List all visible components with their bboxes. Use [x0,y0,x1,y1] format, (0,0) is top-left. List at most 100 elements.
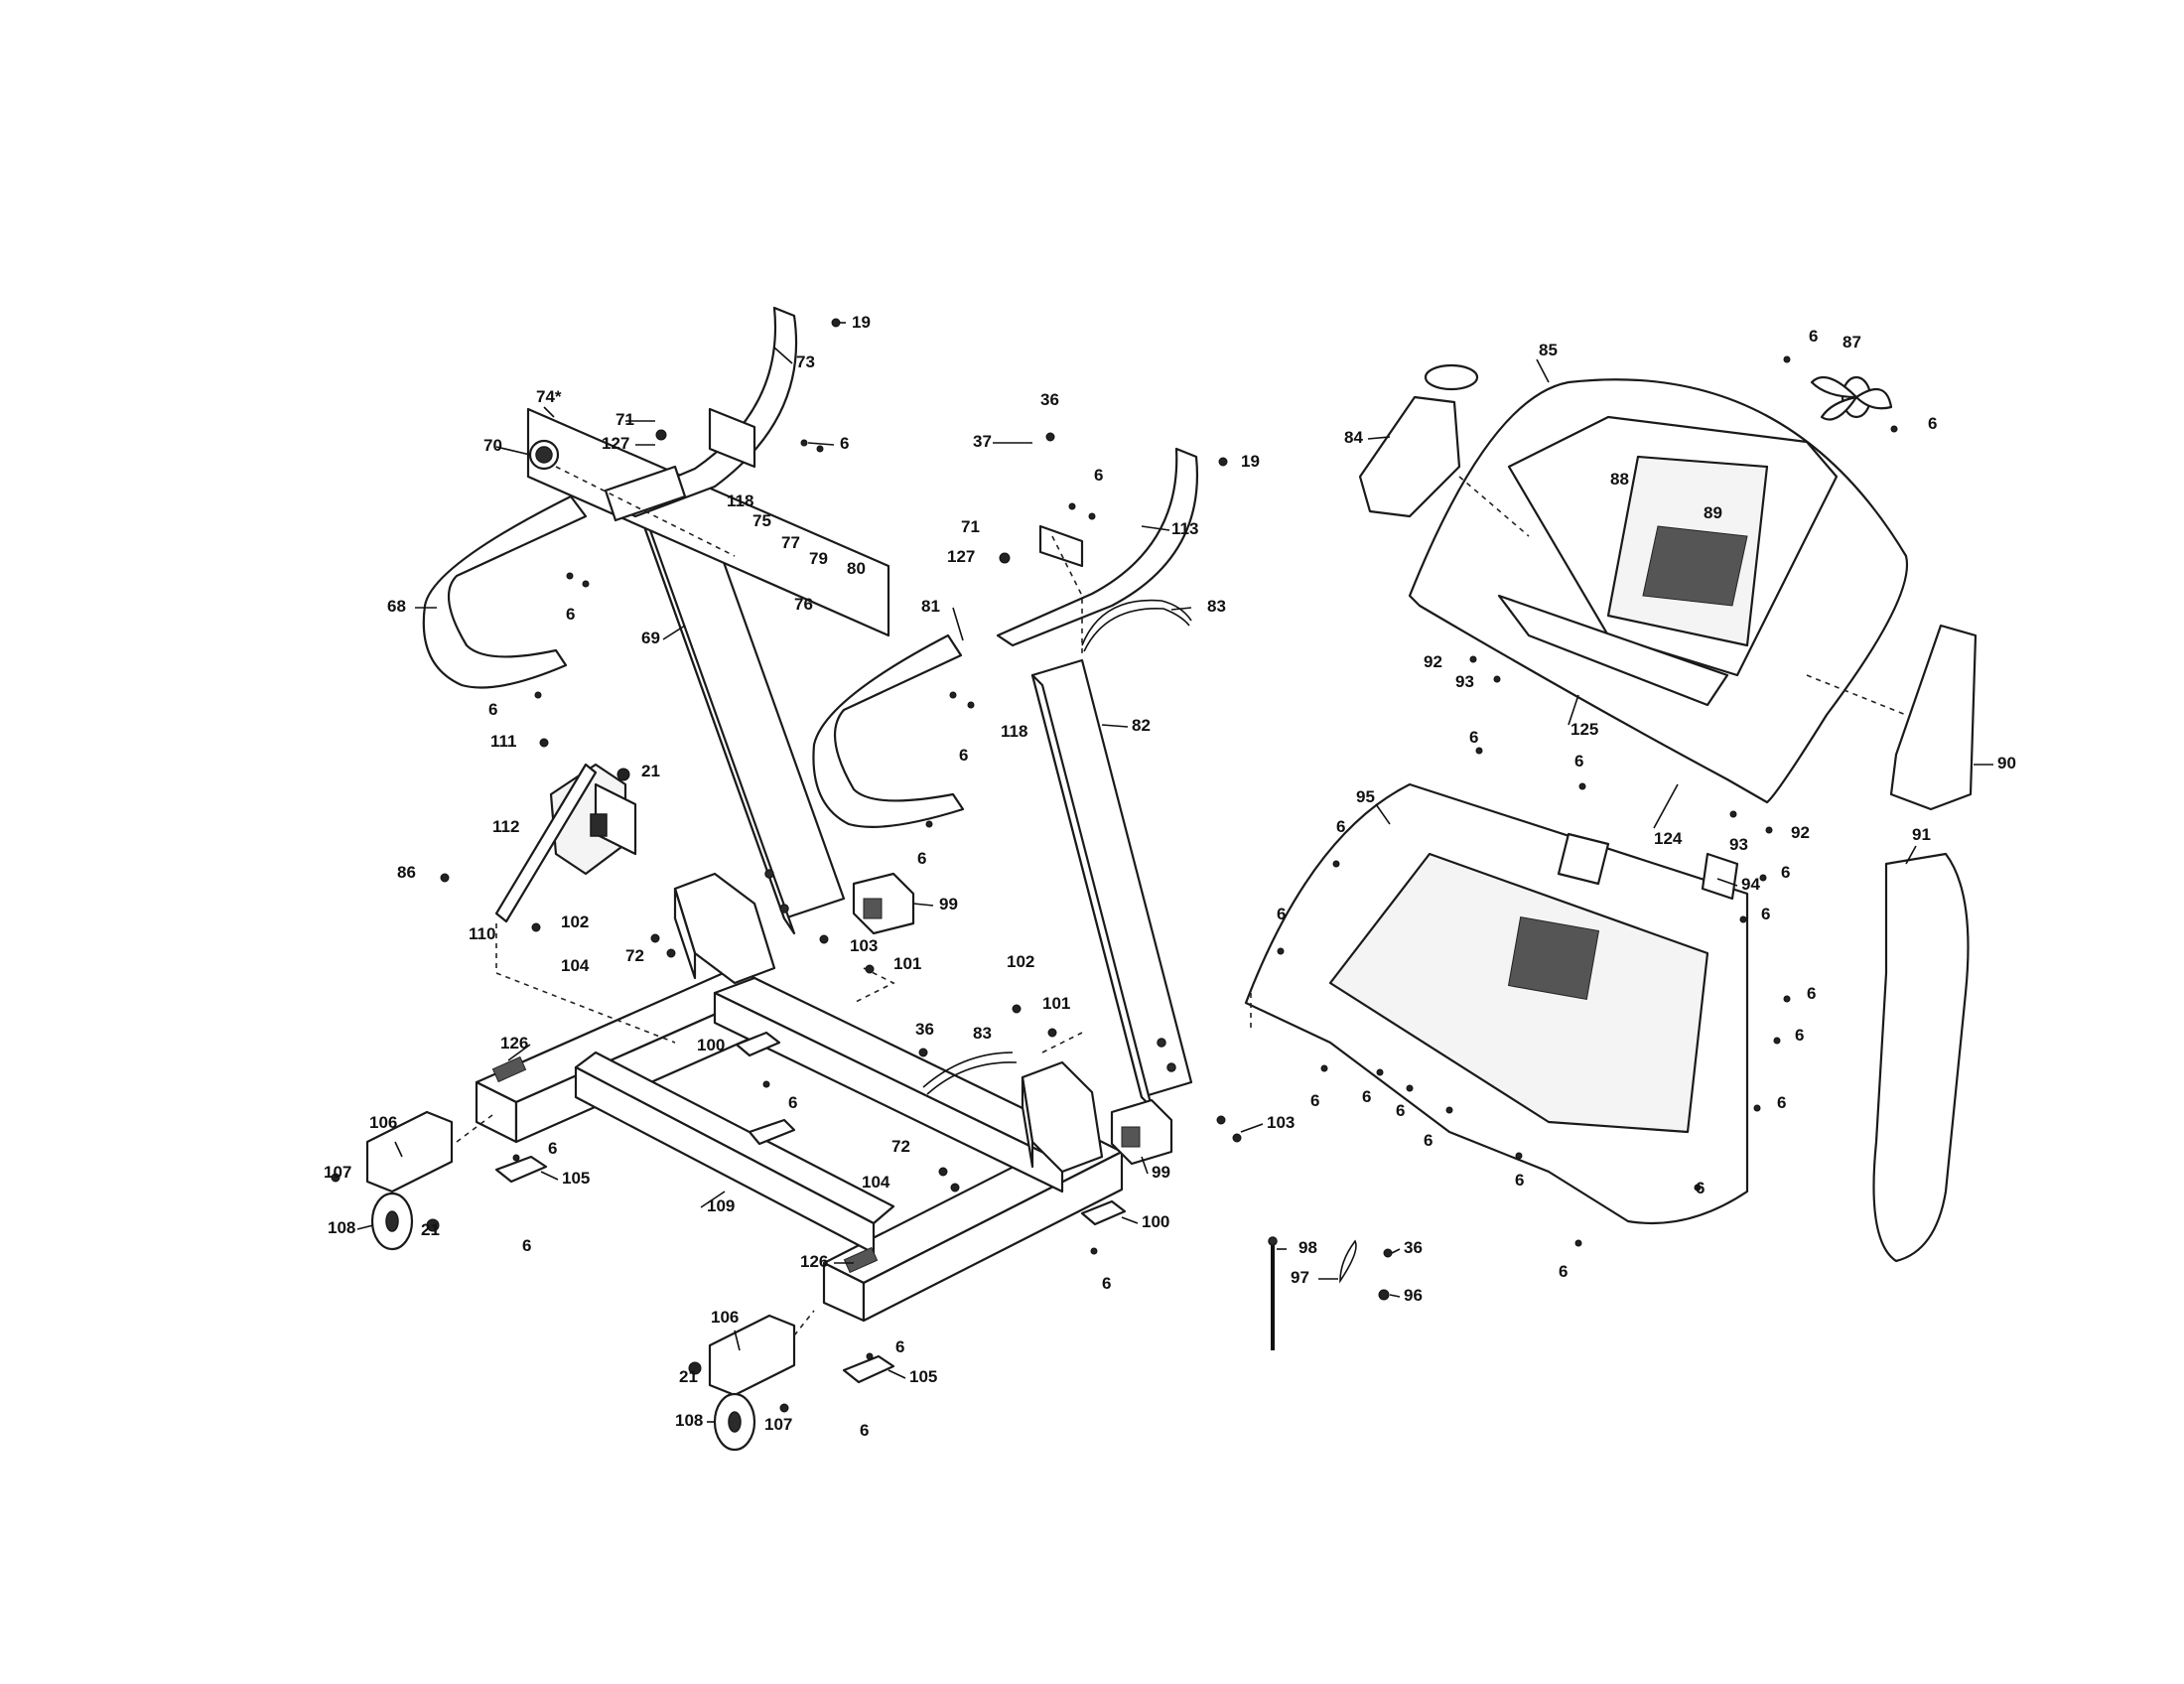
part-label: 69 [641,629,660,647]
part-label: 108 [675,1411,703,1430]
part-label: 6 [488,700,497,719]
part-label: 88 [1610,470,1629,489]
holder-90 [1889,624,1978,811]
part-label: 105 [909,1367,937,1386]
part-label: 70 [483,436,502,455]
wire-83-upper [1081,599,1192,652]
part-label: 104 [561,956,590,975]
part-label: 6 [1761,905,1770,923]
part-label: 96 [1404,1286,1423,1305]
holder-84 [1358,363,1479,518]
part-label: 37 [973,432,992,451]
part-label: 102 [1007,952,1034,971]
part-label: 100 [1142,1212,1169,1231]
part-label: 125 [1570,720,1598,739]
part-label: 126 [500,1034,528,1052]
part-label: 113 [1171,519,1198,538]
part-label: 6 [917,849,926,868]
right-upright-82 [1030,658,1193,1109]
part-label: 21 [641,762,660,780]
rod-98 [1268,1236,1278,1350]
part-label: 6 [1362,1087,1371,1106]
part-label: 101 [893,954,921,973]
part-label: 90 [1997,754,2016,772]
part-label: 87 [1843,333,1861,351]
part-label: 6 [840,434,849,453]
part-label: 71 [615,410,634,429]
part-label: 107 [324,1163,351,1182]
part-label: 110 [469,924,495,943]
part-label: 103 [850,936,878,955]
part-label: 36 [1404,1238,1423,1257]
part-label: 6 [1559,1262,1568,1281]
handlebar-81 [812,633,965,828]
part-label: 6 [548,1139,557,1158]
part-label: 6 [1781,863,1790,882]
part-label: 6 [1807,984,1816,1003]
part-label: 6 [1574,752,1583,771]
part-label: 106 [711,1308,739,1327]
part-label: 80 [847,559,866,578]
part-label: 21 [421,1220,440,1239]
part-label: 72 [891,1137,910,1156]
part-label: 82 [1132,716,1151,735]
cap-99-left [852,872,915,935]
part-label: 127 [602,434,629,453]
base-frame-109 [475,872,1124,1323]
part-label: 6 [860,1421,869,1440]
part-label: 108 [328,1218,355,1237]
part-label: 104 [862,1173,890,1192]
part-label: 112 [492,817,519,836]
wheel-assembly-left [365,1110,454,1251]
part-label: 92 [1424,652,1442,671]
part-label: 68 [387,597,406,616]
part-label: 83 [1207,597,1226,616]
part-label: 6 [1809,327,1818,346]
part-label: 6 [1396,1101,1405,1120]
part-label: 118 [727,491,753,510]
part-label: 6 [1928,414,1937,433]
part-label: 6 [1094,466,1103,485]
part-label: 6 [1336,817,1345,836]
grounding-strap-91 [1872,852,1970,1263]
tie-97 [1339,1239,1357,1284]
part-label: 126 [800,1252,828,1271]
part-label: 6 [1310,1091,1319,1110]
part-label: 6 [1277,905,1286,923]
part-label: 19 [852,313,871,332]
handrail-113 [996,447,1198,647]
wire-83-lower [922,1052,1018,1095]
part-label: 73 [796,352,815,371]
part-label: 105 [562,1169,590,1188]
part-label: 6 [1777,1093,1786,1112]
part-label: 21 [679,1367,698,1386]
connector-lines [456,466,1907,1336]
part-label: 99 [939,895,958,913]
part-label: 72 [625,946,644,965]
part-label: 6 [1102,1274,1111,1293]
part-label: 109 [707,1196,735,1215]
part-label: 100 [697,1036,725,1054]
part-label: 93 [1455,672,1474,691]
part-label: 83 [973,1024,992,1043]
part-label: 6 [1696,1179,1705,1197]
part-label: 6 [1469,728,1478,747]
part-label: 84 [1344,428,1363,447]
part-label: 6 [895,1337,904,1356]
incline-motor-112 [494,763,637,923]
part-label: 98 [1298,1238,1317,1257]
handrail-73 [604,306,798,522]
part-label: 6 [522,1236,531,1255]
part-label: 107 [764,1415,792,1434]
part-label: 6 [1424,1131,1433,1150]
console-85 [1408,378,1909,804]
part-label: 36 [1040,390,1059,409]
part-label: 101 [1042,994,1070,1013]
console-base-95 [1244,782,1749,1225]
fasteners [331,318,1898,1413]
part-label: 79 [809,549,828,568]
part-label: 97 [1291,1268,1309,1287]
part-label: 85 [1539,341,1558,359]
part-label: 81 [921,597,940,616]
